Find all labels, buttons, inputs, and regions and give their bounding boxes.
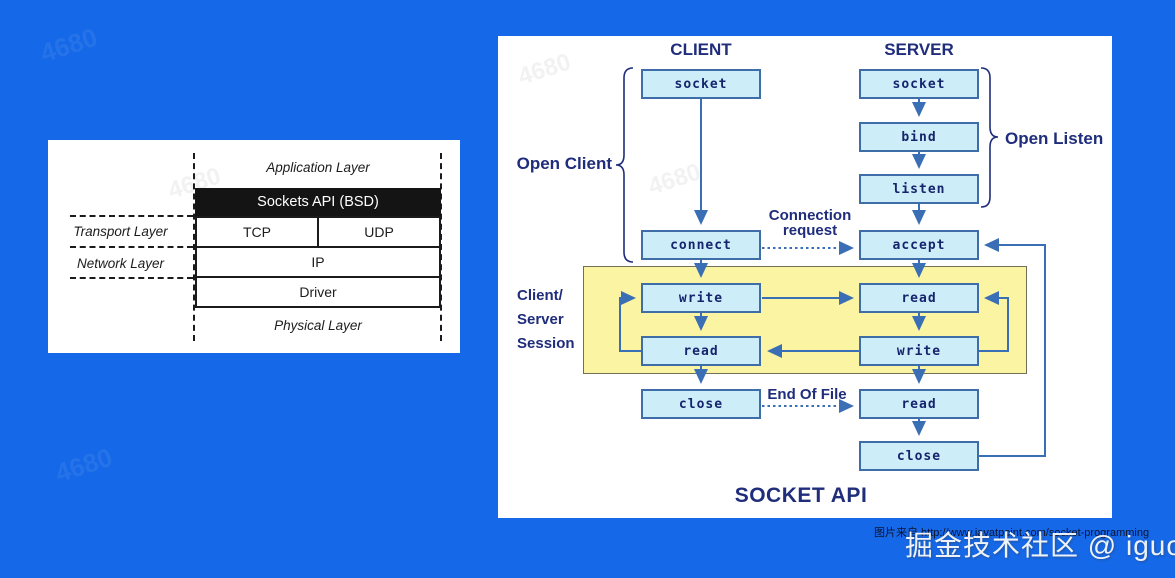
dashed-horizontal-line bbox=[70, 277, 193, 279]
server-accept-node: accept bbox=[859, 230, 979, 260]
dashed-horizontal-line bbox=[70, 246, 193, 248]
server-listen-node: listen bbox=[859, 174, 979, 204]
socket-api-title: SOCKET API bbox=[734, 484, 868, 507]
client-column-title: CLIENT bbox=[670, 40, 732, 59]
client-server-session-label: Client/ Server Session bbox=[517, 284, 587, 356]
physical-layer-label: Physical Layer bbox=[274, 318, 362, 333]
server-write-node: write bbox=[859, 336, 979, 366]
faint-watermark: 4680 bbox=[36, 21, 101, 69]
faint-watermark: 4680 bbox=[514, 48, 575, 91]
server-read2-node: read bbox=[859, 389, 979, 419]
network-layer-label: Network Layer bbox=[76, 256, 165, 271]
open-listen-brace bbox=[980, 67, 999, 208]
socket-api-flowchart-panel: 4680 4680 4680 bbox=[498, 36, 1112, 518]
client-connect-node: connect bbox=[641, 230, 761, 260]
open-client-label: Open Client bbox=[516, 154, 612, 173]
connection-request-label: Connection request bbox=[735, 208, 885, 238]
image-source-text: 图片来自 http://www.javatpoint.com/socket-pr… bbox=[874, 527, 1150, 539]
dashed-horizontal-line bbox=[70, 215, 193, 217]
client-read-node: read bbox=[641, 336, 761, 366]
sockets-api-bar: Sockets API (BSD) bbox=[195, 188, 441, 216]
protocol-stack-panel: 4680 Application Layer Sockets API (BSD)… bbox=[48, 140, 460, 353]
udp-cell: UDP bbox=[364, 224, 394, 240]
server-bind-node: bind bbox=[859, 122, 979, 152]
open-client-brace bbox=[615, 67, 634, 263]
protocol-stack-table: TCP UDP IP Driver bbox=[195, 216, 441, 308]
open-listen-label: Open Listen bbox=[1005, 129, 1104, 148]
dashed-vertical-line-right bbox=[440, 153, 442, 341]
session-label-line3: Session bbox=[517, 335, 575, 352]
tcp-cell: TCP bbox=[197, 218, 319, 246]
dashed-vertical-line-left bbox=[193, 153, 195, 341]
client-write-node: write bbox=[641, 283, 761, 313]
faint-watermark: 4680 bbox=[51, 441, 116, 489]
server-socket-node: socket bbox=[859, 69, 979, 99]
transport-layer-label: Transport Layer bbox=[73, 224, 168, 239]
application-layer-label: Application Layer bbox=[266, 160, 370, 175]
client-close-node: close bbox=[641, 389, 761, 419]
end-of-file-label: End Of File bbox=[767, 386, 847, 403]
session-label-line2: Server bbox=[517, 311, 564, 328]
server-column-title: SERVER bbox=[884, 40, 954, 59]
faint-watermark: 4680 bbox=[644, 158, 705, 201]
transport-row: TCP UDP bbox=[197, 218, 439, 246]
server-close-node: close bbox=[859, 441, 979, 471]
driver-row: Driver bbox=[197, 276, 439, 306]
client-socket-node: socket bbox=[641, 69, 761, 99]
connection-request-line1: Connection bbox=[768, 207, 852, 224]
session-label-line1: Client/ bbox=[517, 287, 563, 304]
ip-row: IP bbox=[197, 246, 439, 276]
community-watermark: 掘金技术社区 @ iguo bbox=[905, 530, 1175, 561]
server-read-node: read bbox=[859, 283, 979, 313]
connection-request-line2: request bbox=[782, 222, 838, 239]
